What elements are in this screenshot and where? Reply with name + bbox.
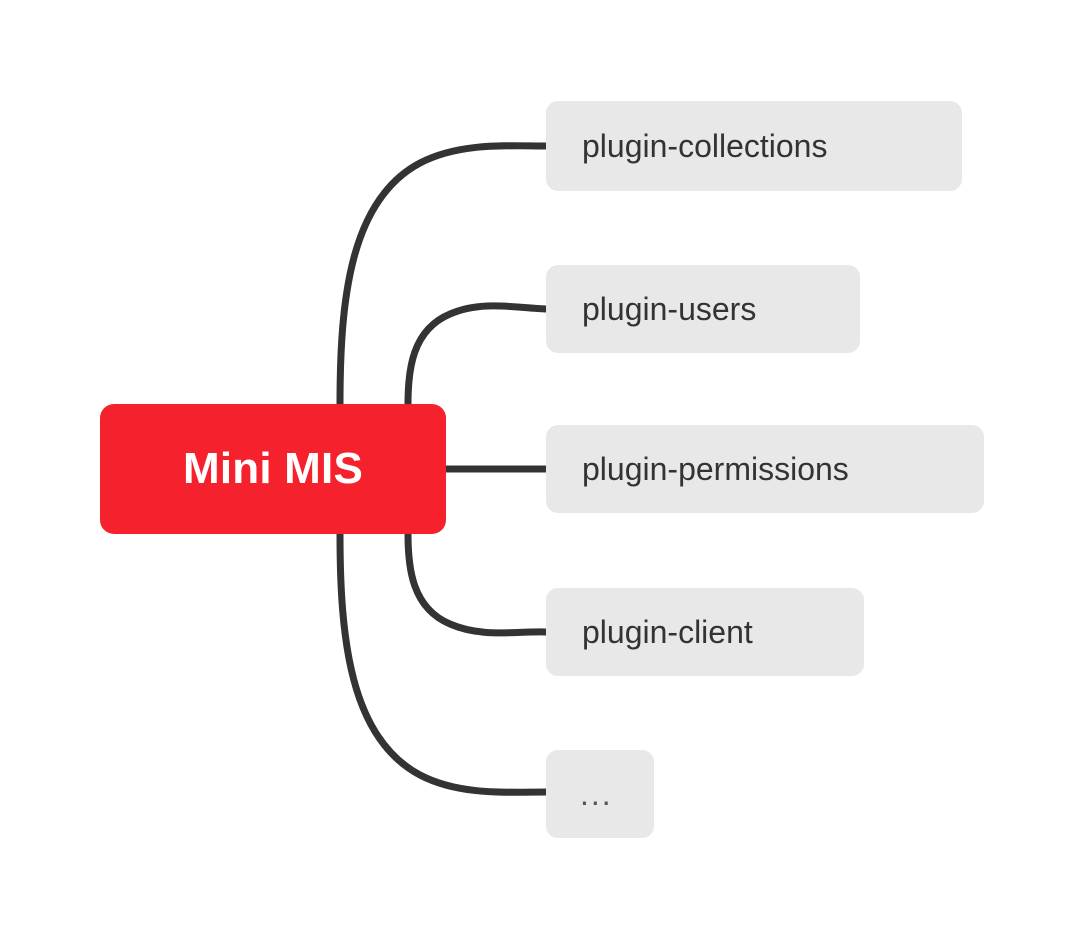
root-node-mini-mis[interactable]: Mini MIS [100, 404, 446, 534]
node-plugin-permissions[interactable]: plugin-permissions [546, 425, 984, 513]
edge-root-to-plugin-collections [336, 142, 550, 408]
node-ellipsis[interactable]: ... [546, 750, 654, 838]
node-plugin-collections[interactable]: plugin-collections [546, 101, 962, 191]
node-label-plugin-permissions: plugin-permissions [582, 451, 849, 487]
node-label-plugin-client: plugin-client [582, 614, 753, 650]
node-plugin-client[interactable]: plugin-client [546, 588, 864, 676]
node-label-ellipsis: ... [580, 776, 613, 812]
node-label-plugin-users: plugin-users [582, 291, 757, 327]
root-node-label: Mini MIS [182, 444, 364, 493]
edge-root-to-ellipsis [336, 530, 550, 796]
edge-root-to-plugin-client [404, 530, 550, 637]
edge-root-to-plugin-users [404, 302, 550, 408]
node-label-plugin-collections: plugin-collections [582, 128, 828, 164]
node-plugin-users[interactable]: plugin-users [546, 265, 860, 353]
